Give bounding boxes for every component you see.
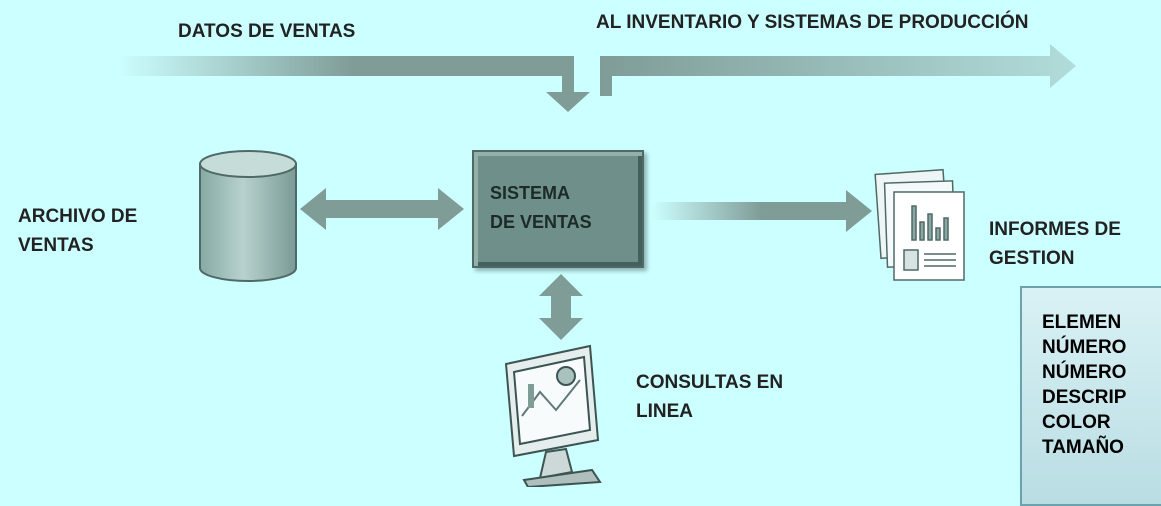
sales-data-label: DATOS DE VENTAS (178, 21, 356, 42)
elements-item: NÚMERO (1042, 362, 1127, 383)
monitor-icon (504, 344, 602, 487)
elements-item: COLOR (1042, 412, 1111, 433)
elements-box: ELEMEN NÚMERO NÚMERO DESCRIP COLOR TAMAÑ… (1020, 286, 1161, 506)
elements-item: NÚMERO (1042, 337, 1127, 358)
flow-diagram (118, 44, 1076, 487)
report-documents-icon (874, 168, 965, 281)
elements-item: TAMAÑO (1042, 437, 1124, 458)
elements-item: ELEMEN (1042, 312, 1122, 333)
elements-list: ELEMEN NÚMERO NÚMERO DESCRIP COLOR TAMAÑ… (1022, 288, 1161, 460)
elements-item: DESCRIP (1042, 387, 1127, 408)
sales-data-arrow (118, 56, 590, 112)
management-reports-label: INFORMES DE GESTION (989, 219, 1121, 269)
archive-system-arrow (300, 188, 464, 230)
reports-arrow (652, 190, 872, 232)
database-icon (199, 150, 297, 282)
sales-archive-label: ARCHIVO DE VENTAS (18, 206, 138, 256)
system-queries-arrow (539, 274, 583, 340)
online-queries-label: CONSULTAS EN LINEA (636, 372, 784, 422)
inventory-production-label: AL INVENTARIO Y SISTEMAS DE PRODUCCIÓN (596, 12, 1029, 33)
inventory-output-arrow (600, 44, 1076, 96)
sales-system-box: SISTEMA DE VENTAS (472, 150, 644, 268)
sales-system-label: SISTEMA DE VENTAS (490, 183, 592, 232)
